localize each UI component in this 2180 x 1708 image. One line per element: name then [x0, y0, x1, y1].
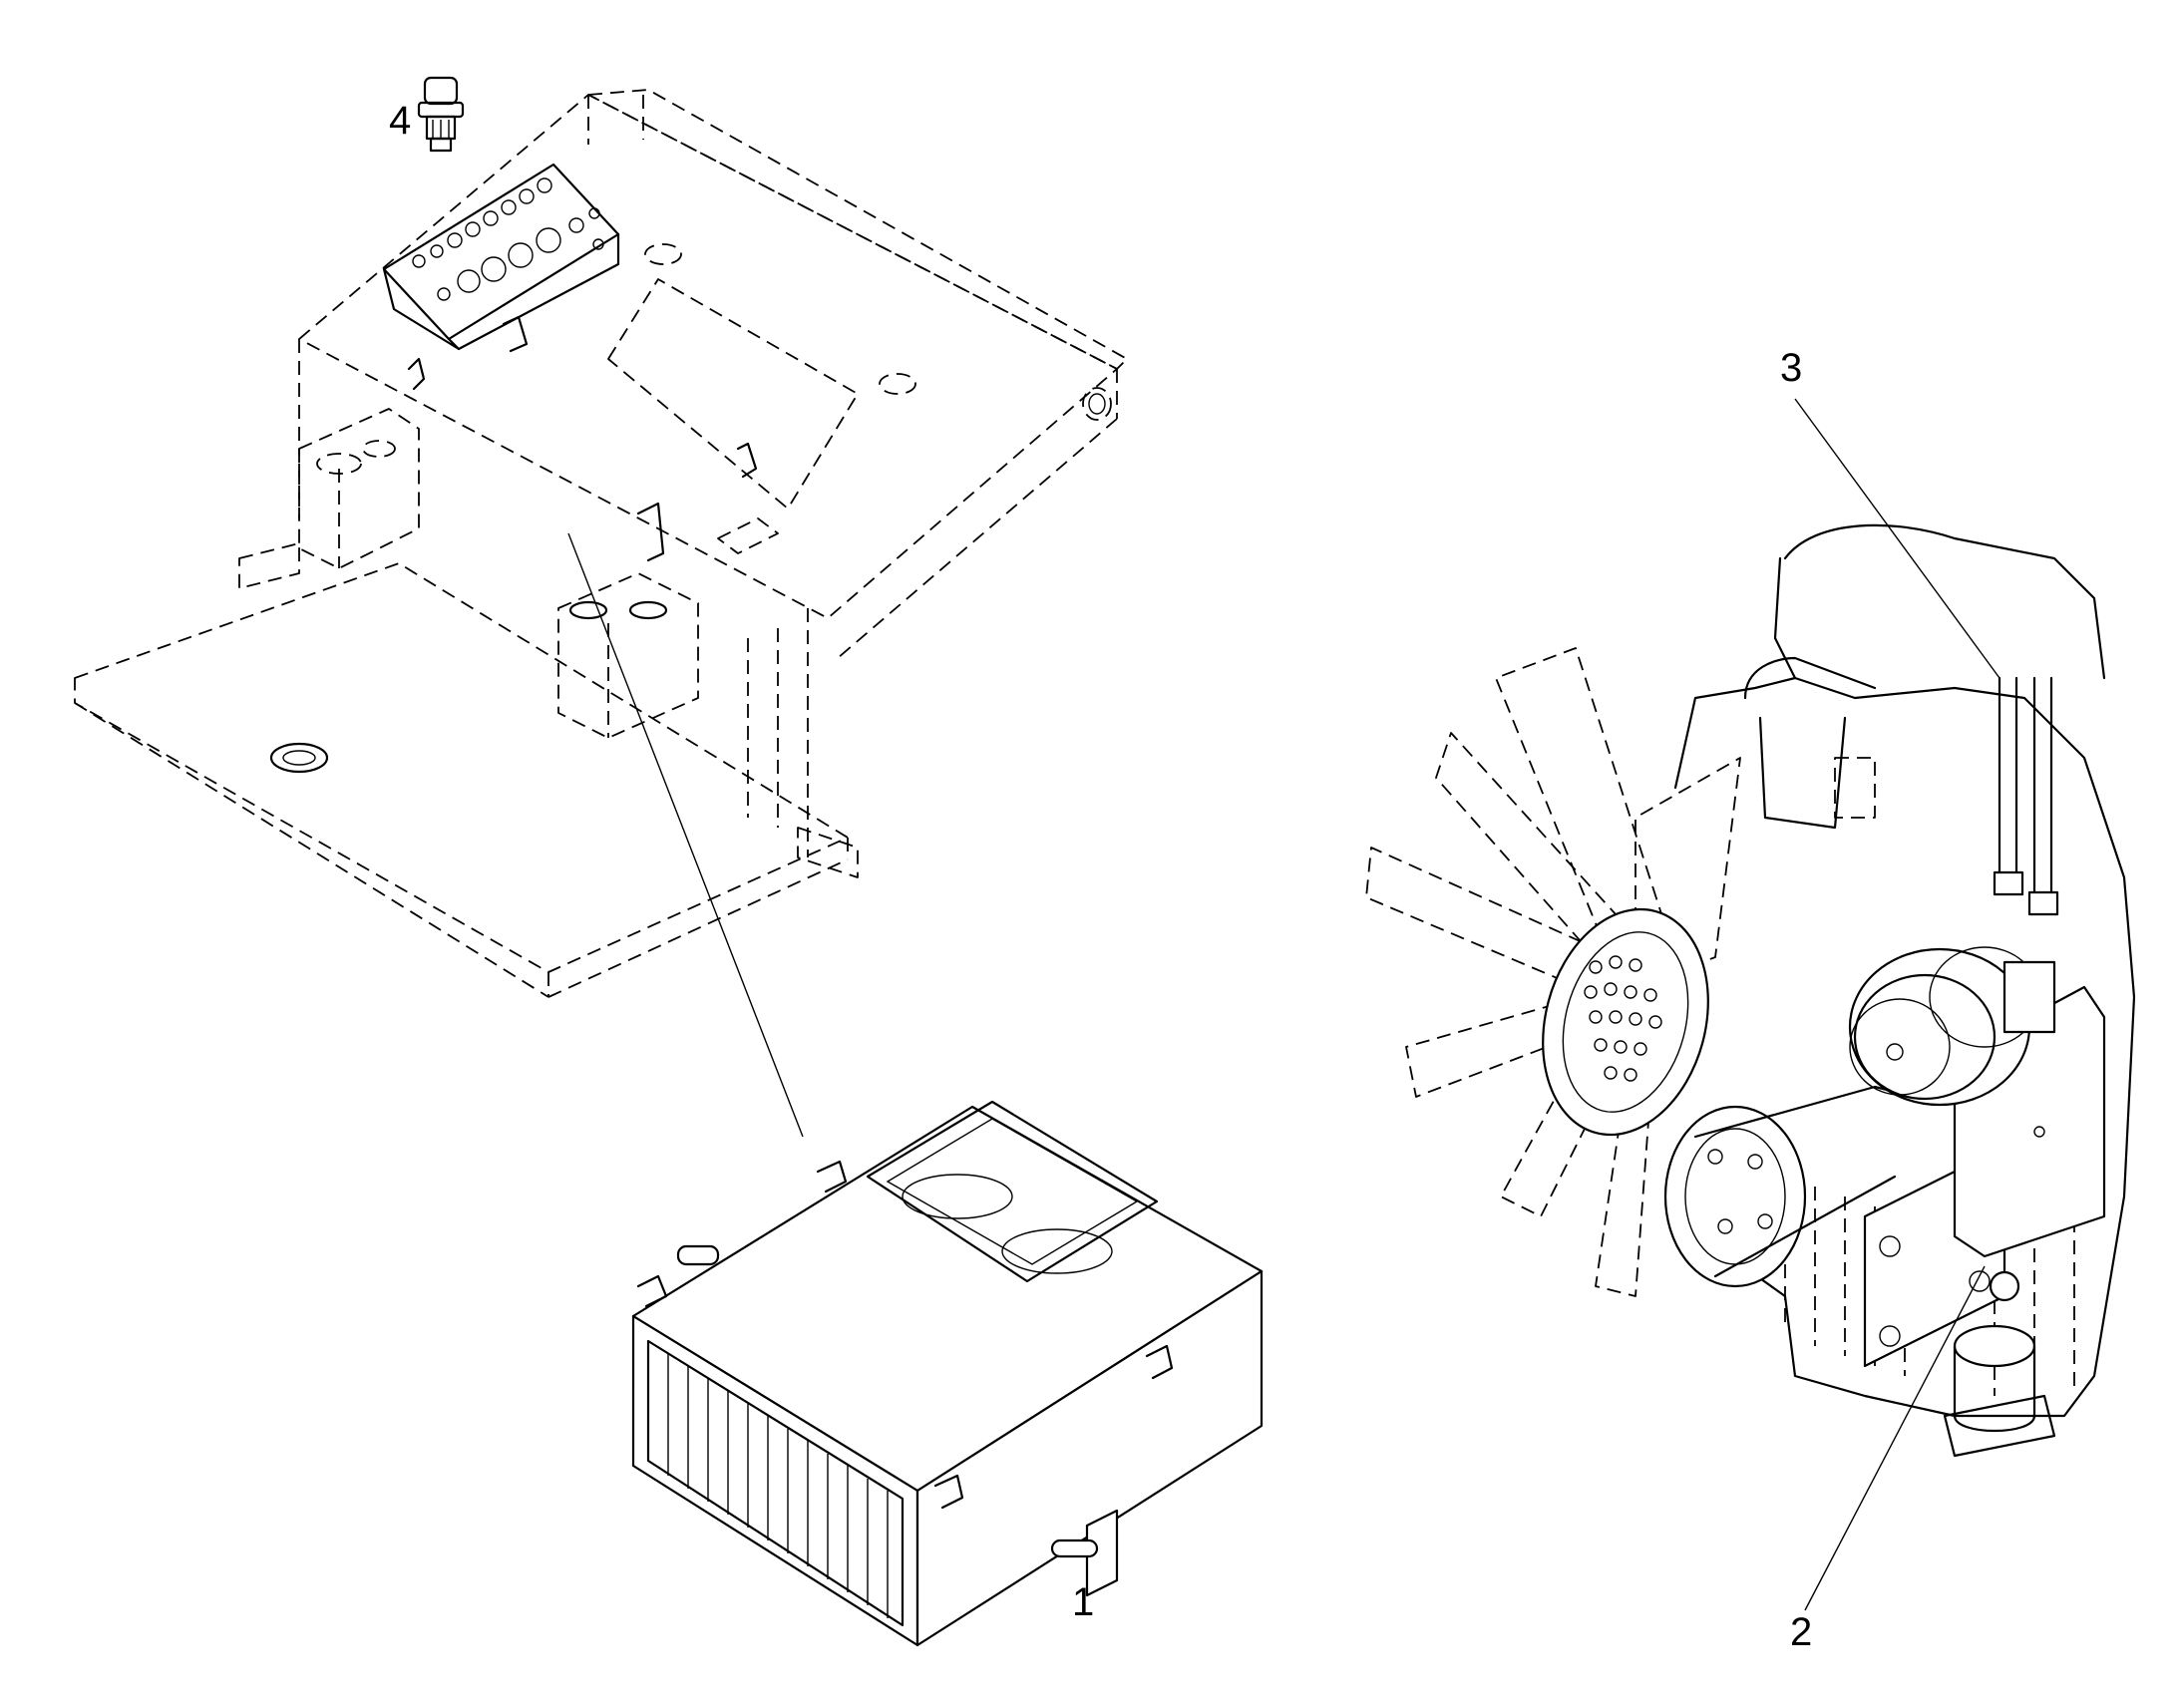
callout-3: 3 [1780, 346, 1802, 390]
control-panel-icon [382, 163, 620, 351]
pushbutton-switch-icon [417, 76, 465, 153]
callout-4: 4 [389, 99, 411, 143]
leader-lines [567, 398, 2000, 1611]
fan-hub-holes [1584, 955, 1662, 1082]
cab-floor-frame [74, 89, 1128, 998]
engine-compressor-icon [1365, 523, 2136, 1458]
refrigerant-hoses [1993, 676, 2059, 916]
callout-2: 2 [1790, 1610, 1812, 1654]
condenser-grille [667, 1354, 889, 1618]
air-conditioning-unit-icon [631, 1100, 1264, 1647]
ac-compressor [1848, 946, 2056, 1107]
callout-1: 1 [1072, 1580, 1094, 1624]
